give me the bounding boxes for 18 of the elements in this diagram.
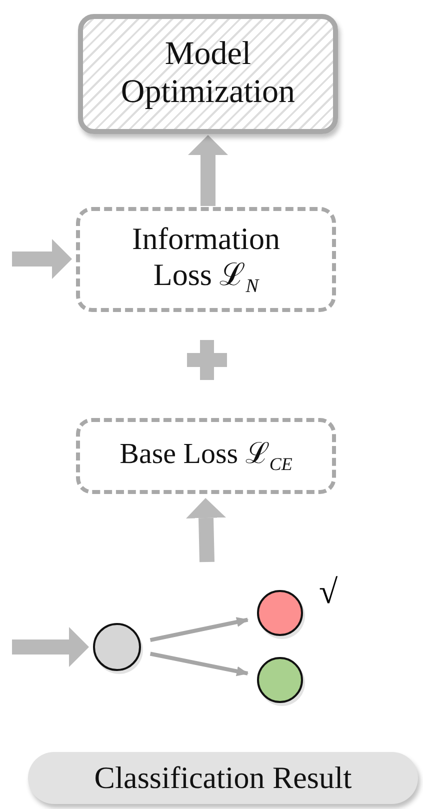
check-mark: √ (319, 574, 338, 612)
block-arrow (12, 627, 89, 667)
dashed-box (76, 207, 336, 312)
node-label: Base Loss ℒ$_{CE}$ (120, 438, 292, 474)
arrow (150, 652, 249, 676)
block-arrow (188, 135, 228, 206)
node-label: Classification Result (94, 760, 352, 796)
circle-node (257, 657, 303, 703)
node-label: Model Optimization (120, 36, 296, 112)
circle-node (257, 590, 303, 636)
node-label: Information Loss ℒ$_{N}$ (130, 221, 282, 298)
arrow (150, 617, 249, 642)
circle-node (93, 623, 141, 671)
block-arrow (12, 239, 72, 279)
block-arrow (186, 498, 226, 562)
process-box (78, 14, 338, 134)
dashed-box (76, 418, 336, 494)
result-label (28, 752, 418, 804)
